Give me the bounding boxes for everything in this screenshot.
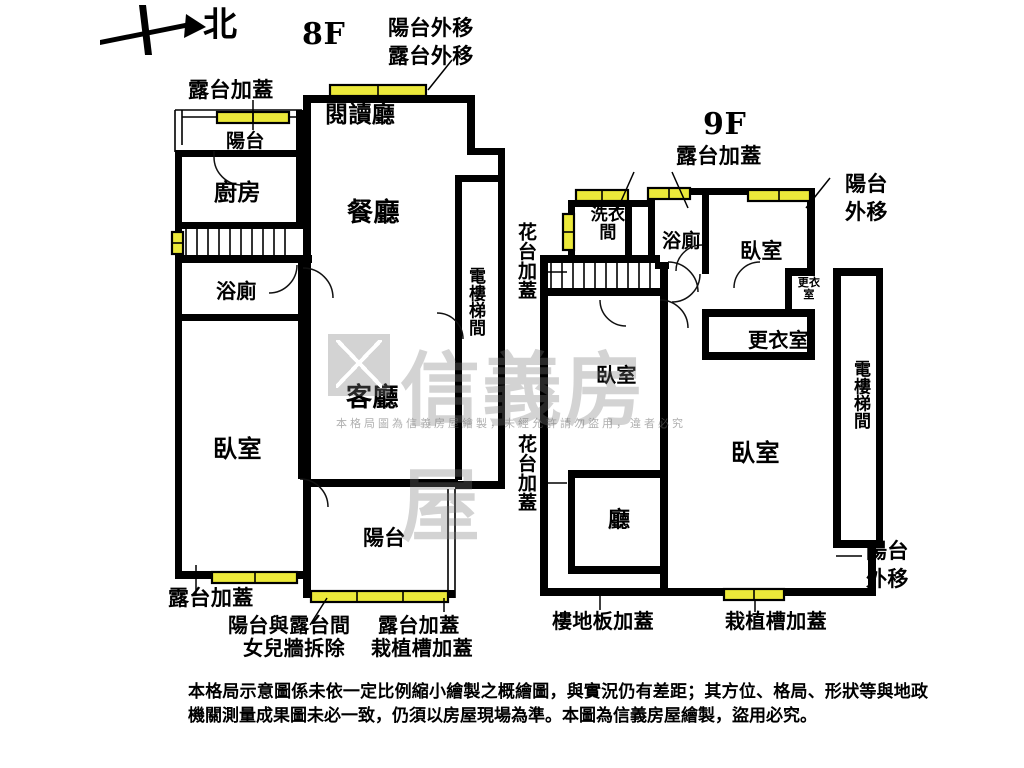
floor9-walls: [540, 188, 883, 596]
floor-title-8f: 8F: [302, 17, 346, 52]
room-label-bedroom-8f: 臥室: [213, 435, 262, 463]
room-label-dining-8f: 餐廳: [347, 198, 401, 228]
annotation-balcony-extension-9f-bottom-line2: 外移: [866, 567, 909, 591]
annotation-terrace-cover-9f: 露台加蓋: [676, 144, 762, 168]
room-label-closet-large-9f: 更衣室: [748, 328, 810, 352]
room-label-bedroom-topright-9f: 臥室: [740, 239, 783, 263]
annotation-planter-cover-8f: 栽植槽加蓋: [371, 636, 473, 660]
room-label-closet-small-9f: 更衣室: [797, 276, 821, 301]
floor9-windows: [561, 186, 812, 602]
annotation-terrace-cover-8f-bottom: 露台加蓋: [168, 586, 254, 610]
room-label-hall-9f: 廳: [608, 508, 631, 533]
room-label-laundry-9f: 洗衣間: [590, 205, 626, 243]
floor-title-9f: 9F: [703, 107, 747, 142]
annotation-terrace-cover-8f-top: 露台加蓋: [188, 78, 274, 102]
annotation-balcony-extension-9f-line2: 外移: [845, 200, 888, 224]
room-label-elevator-stairwell-8f: 電樓梯間: [465, 267, 485, 337]
room-label-reading-hall-8f: 閱讀廳: [325, 102, 396, 128]
floor8-walls: [174, 95, 505, 598]
room-label-kitchen-8f: 廚房: [214, 180, 261, 206]
annotation-parapet-removal-line1: 陽台與露台間: [228, 613, 351, 637]
annotation-floor-slab-cover-9f: 樓地板加蓋: [552, 609, 654, 633]
disclaimer-text: 本格局示意圖係未依一定比例縮小繪製之概繪圖，與實況仍有差距；其方位、格局、形狀等…: [188, 682, 928, 727]
floor9-doors: [599, 244, 761, 329]
room-label-elevator-stairwell-9f: 電樓梯間: [850, 360, 870, 430]
annotation-balcony-extension-9f-bottom-line1: 陽台: [866, 539, 909, 563]
room-label-balcony-top-8f: 陽台: [226, 130, 265, 152]
annotation-planter-box-cover-9f: 栽植槽加蓋: [725, 609, 827, 633]
floor8-doors: [213, 151, 464, 508]
annotation-parapet-removal-line2: 女兒牆拆除: [243, 636, 345, 660]
annotation-balcony-extension-8f: 陽台外移: [388, 16, 474, 40]
annotation-planter-cover-9f-upper: 花台加蓋: [515, 222, 537, 300]
annotation-planter-cover-9f-lower: 花台加蓋: [515, 434, 537, 512]
annotation-terrace-cover-8f-balcony: 露台加蓋: [378, 613, 460, 637]
room-label-bedroom-mid-9f: 臥室: [596, 363, 637, 387]
floor8-leaders: [195, 59, 453, 626]
annotation-balcony-extension-9f-line1: 陽台: [845, 172, 888, 196]
room-label-bathroom-9f: 浴廁: [662, 230, 701, 252]
room-label-bedroom-large-9f: 臥室: [731, 439, 780, 467]
compass-north-icon: [100, 5, 206, 55]
compass-north-label: 北: [203, 5, 238, 45]
floor9-leaders: [540, 171, 862, 612]
room-label-balcony-bottom-8f: 陽台: [363, 526, 406, 550]
room-label-living-8f: 客廳: [346, 383, 400, 413]
watermark-subtext-left: 本格局圖為信義房屋繪製，未經允許請勿盜用，違者必究: [336, 417, 686, 430]
room-label-bathroom-8f: 浴廁: [216, 279, 257, 303]
annotation-terrace-extension-8f: 露台外移: [388, 44, 474, 68]
